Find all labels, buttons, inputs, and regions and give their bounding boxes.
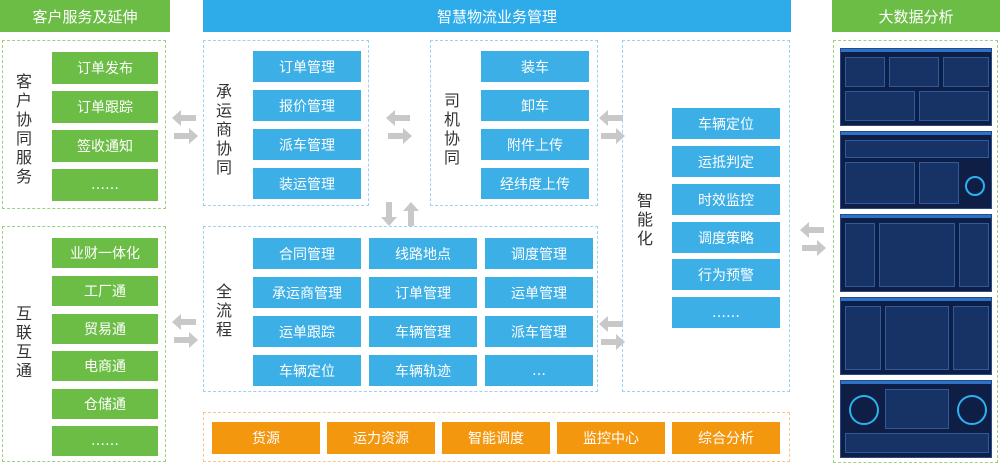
dashboard-thumbnail-1[interactable]: [840, 48, 992, 126]
process-smart-arrow-icon: [599, 316, 625, 350]
route-location-item[interactable]: 线路地点: [369, 238, 477, 269]
dashboard-thumbnail-4[interactable]: [840, 297, 992, 375]
carrier-order-mgmt-item[interactable]: 订单管理: [253, 51, 361, 82]
interconnect-label: 互联互通: [15, 304, 32, 380]
header-big-data: 大数据分析: [832, 0, 1000, 32]
arrival-judgement-item[interactable]: 运抵判定: [672, 146, 780, 177]
gps-upload-item[interactable]: 经纬度上传: [481, 168, 589, 199]
unloading-item[interactable]: 卸车: [481, 90, 589, 121]
waybill-mgmt-item[interactable]: 运单管理: [485, 277, 593, 308]
loading-item[interactable]: 装车: [481, 51, 589, 82]
full-process-panel: [203, 226, 598, 392]
trade-link-item[interactable]: 贸易通: [52, 314, 158, 344]
bottom-module-panel: [203, 412, 790, 462]
carrier-driver-arrow-icon: [386, 110, 412, 144]
waybill-tracking-item[interactable]: 运单跟踪: [253, 316, 361, 347]
left-exchange-arrow-icon-bottom: [172, 314, 198, 348]
process-dispatch-mgmt-item[interactable]: 派车管理: [485, 316, 593, 347]
more-interconnect-item[interactable]: ……: [52, 426, 158, 456]
full-process-label: 全流程: [215, 282, 232, 339]
cargo-source-item[interactable]: 货源: [212, 422, 320, 454]
header-logistics-management: 智慧物流业务管理: [203, 0, 791, 32]
header-customer-service: 客户服务及延伸: [0, 0, 170, 32]
more-customer-item[interactable]: ……: [52, 169, 158, 201]
carrier-mgmt-item[interactable]: 承运商管理: [253, 277, 361, 308]
warehouse-link-item[interactable]: 仓储通: [52, 389, 158, 419]
big-data-panel: [833, 40, 998, 463]
quote-mgmt-item[interactable]: 报价管理: [253, 90, 361, 121]
left-exchange-arrow-icon-top: [172, 110, 198, 144]
smart-dispatch-item[interactable]: 智能调度: [442, 422, 550, 454]
vehicle-mgmt-item[interactable]: 车辆管理: [369, 316, 477, 347]
capacity-resource-item[interactable]: 运力资源: [327, 422, 435, 454]
dashboard-thumbnail-2[interactable]: [840, 131, 992, 209]
smart-vehicle-location-item[interactable]: 车辆定位: [672, 108, 780, 139]
carrier-panel: [203, 40, 369, 206]
vehicle-location-item[interactable]: 车辆定位: [253, 355, 361, 386]
smart-panel: [622, 40, 790, 392]
timeliness-monitor-item[interactable]: 时效监控: [672, 184, 780, 215]
scheduling-strategy-item[interactable]: 调度策略: [672, 222, 780, 253]
attachment-upload-item[interactable]: 附件上传: [481, 129, 589, 160]
dashboard-thumbnail-3[interactable]: [840, 214, 992, 292]
customer-service-panel: [2, 40, 166, 209]
carrier-label: 承运商协同: [215, 82, 232, 177]
factory-link-item[interactable]: 工厂通: [52, 276, 158, 306]
behavior-warning-item[interactable]: 行为预警: [672, 259, 780, 290]
customer-service-label: 客户协同服务: [15, 72, 32, 186]
shipping-mgmt-item[interactable]: 装运管理: [253, 168, 361, 199]
contract-mgmt-item[interactable]: 合同管理: [253, 238, 361, 269]
dashboard-thumbnail-5[interactable]: [840, 380, 992, 458]
more-smart-item[interactable]: ……: [672, 297, 780, 328]
more-process-item[interactable]: …: [485, 355, 593, 386]
vehicle-track-item[interactable]: 车辆轨迹: [369, 355, 477, 386]
dispatch-mgmt-item[interactable]: 派车管理: [253, 129, 361, 160]
scheduling-mgmt-item[interactable]: 调度管理: [485, 238, 593, 269]
ecommerce-link-item[interactable]: 电商通: [52, 351, 158, 381]
driver-panel: [430, 40, 598, 206]
driver-smart-arrow-icon: [599, 110, 625, 144]
monitor-center-item[interactable]: 监控中心: [557, 422, 665, 454]
interconnect-panel: [2, 226, 166, 462]
smart-bigdata-arrow-icon: [800, 222, 826, 256]
order-mgmt-item[interactable]: 订单管理: [369, 277, 477, 308]
order-tracking-item[interactable]: 订单跟踪: [52, 91, 158, 123]
driver-label: 司机协同: [443, 91, 460, 167]
sign-notice-item[interactable]: 签收通知: [52, 130, 158, 162]
smart-label: 智能化: [636, 191, 653, 248]
order-publish-item[interactable]: 订单发布: [52, 52, 158, 84]
vertical-exchange-arrow-icon: [381, 202, 419, 226]
finance-integration-item[interactable]: 业财一体化: [52, 238, 158, 268]
comprehensive-analysis-item[interactable]: 综合分析: [672, 422, 780, 454]
